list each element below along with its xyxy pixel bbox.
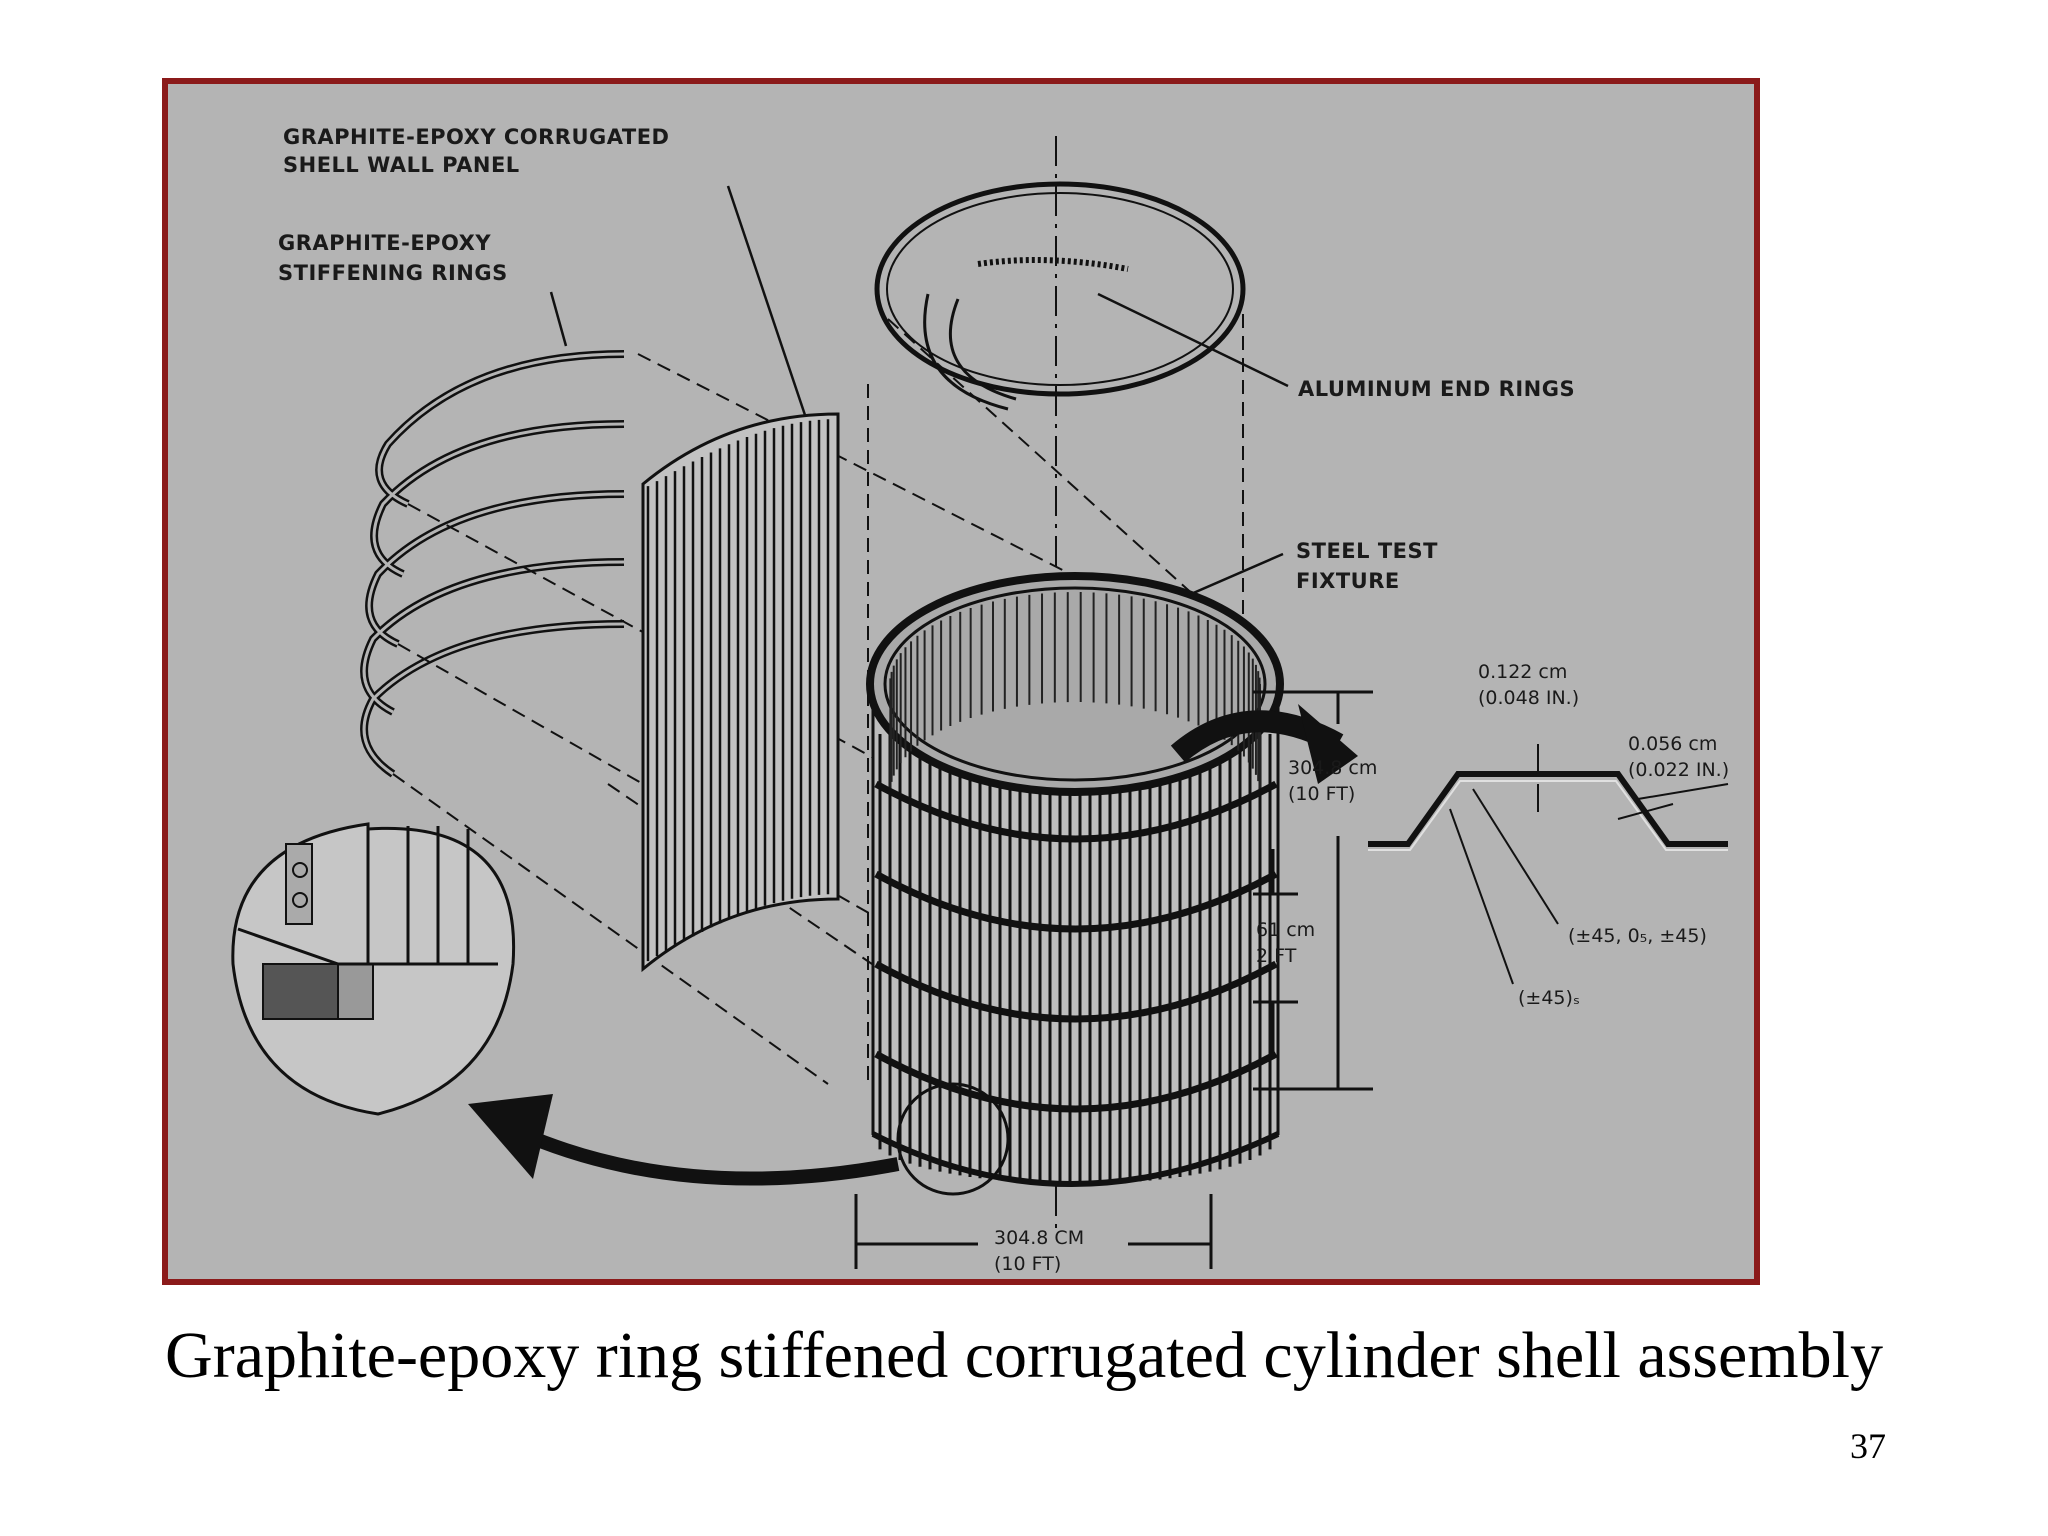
corrugation-thickness-cm: 0.122 cm: [1478, 661, 1567, 683]
label-test-fixture-line1: STEEL TEST: [1296, 539, 1438, 563]
label-shell-panel-line2: SHELL WALL PANEL: [283, 153, 520, 177]
detail-arrow: [520, 1127, 900, 1186]
label-end-rings: ALUMINUM END RINGS: [1298, 377, 1575, 401]
layup-outer: (±45, 0₅, ±45): [1568, 925, 1707, 947]
height-cm: 304.8 cm: [1288, 757, 1377, 779]
height-ft: (10 FT): [1288, 783, 1355, 805]
profile-leaders: [1449, 744, 1729, 985]
figure-caption: Graphite-epoxy ring stiffened corrugated…: [165, 1319, 1883, 1392]
label-test-fixture-line2: FIXTURE: [1296, 569, 1400, 593]
layup-inner: (±45)ₛ: [1518, 987, 1580, 1009]
assembly-diagram: GRAPHITE-EPOXY CORRUGATED SHELL WALL PAN…: [231, 125, 1729, 1275]
label-shell-panel-line1: GRAPHITE-EPOXY CORRUGATED: [283, 125, 670, 149]
ring-spacing-ft: 2 FT: [1256, 945, 1297, 967]
page-number: 37: [1850, 1426, 1886, 1466]
face-thickness-cm: 0.056 cm: [1628, 733, 1717, 755]
corrugation-thickness-in: (0.048 IN.): [1478, 687, 1579, 709]
steel-test-fixture: [866, 572, 1284, 1187]
label-stiffening-rings-line1: GRAPHITE-EPOXY: [278, 231, 491, 255]
ring-spacing-dimension: [1253, 849, 1298, 1059]
joint-detail-inset: [231, 822, 516, 1116]
diameter-dimension: [854, 1194, 1213, 1269]
height-dimension: [1253, 690, 1373, 1091]
detail-circle: [896, 1082, 1010, 1196]
diameter-ft: (10 FT): [994, 1253, 1061, 1275]
aluminum-end-rings: [874, 181, 1246, 411]
diameter-cm: 304.8 CM: [994, 1227, 1084, 1249]
corrugation-profile: [1368, 771, 1728, 851]
ring-spacing-cm: 61 cm: [1256, 919, 1315, 941]
label-stiffening-rings-line2: STIFFENING RINGS: [278, 261, 508, 285]
face-thickness-in: (0.022 IN.): [1628, 759, 1729, 781]
figure-frame: GRAPHITE-EPOXY CORRUGATED SHELL WALL PAN…: [162, 78, 1760, 1285]
corrugated-shell-panel: [641, 412, 840, 973]
